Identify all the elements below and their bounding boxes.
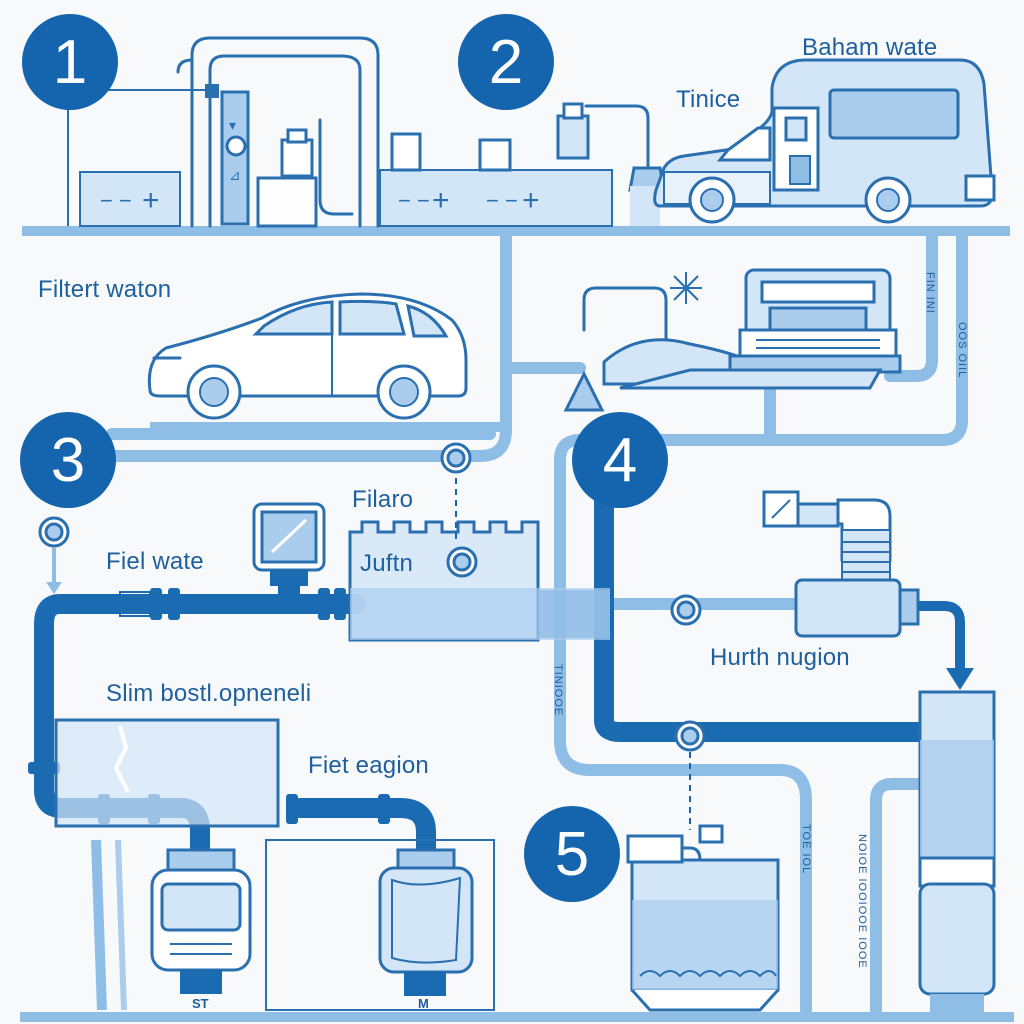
valve-markers — [38, 442, 706, 830]
bottom-pump-left — [150, 848, 252, 994]
van-icon — [653, 58, 996, 224]
vlabel-mid-pipe: TINIOOE — [552, 664, 564, 717]
valve-icon — [38, 516, 70, 548]
svg-text:▾: ▾ — [229, 117, 236, 133]
filling-station: − − + ▾ ⊿ — [67, 36, 380, 228]
light-pipes — [106, 230, 968, 1016]
bottom-pump-right — [378, 848, 474, 996]
valve-icon — [440, 442, 472, 474]
label-hurth-nugion: Hurth nugion — [710, 644, 850, 671]
svg-text:+: + — [522, 184, 540, 217]
step-badge-3: 3 — [20, 412, 116, 508]
car-icon — [147, 292, 500, 432]
vlabel-right-pipe-a: FIN INI — [924, 272, 936, 314]
step-badge-2: 2 — [458, 14, 554, 110]
valve-icon — [670, 594, 702, 626]
top-tank-row: − − + − − + — [379, 102, 666, 227]
label-tank-right: M — [418, 996, 429, 1011]
step-badge-1: 1 — [22, 14, 118, 110]
svg-text:+: + — [142, 184, 160, 217]
cracked-tank — [54, 718, 495, 1011]
label-baham-wate: Baham wate — [802, 34, 938, 61]
gauge-icon — [225, 135, 247, 157]
settling-tank — [626, 824, 780, 1012]
sparkle-icon — [670, 272, 702, 304]
svg-text:+: + — [432, 184, 450, 217]
step-badge-5: 5 — [524, 806, 620, 902]
vlabel-lower-pipe: TOE IOL — [800, 824, 812, 875]
valve-icon — [446, 546, 478, 578]
pump-icon — [762, 490, 974, 690]
svg-text:− −: − − — [398, 188, 430, 213]
label-fiel-wate: Fiel wate — [106, 548, 204, 575]
label-juftn: Juftn — [360, 550, 414, 577]
valve-icon — [674, 720, 706, 752]
label-slim-bostl: Slim bostl.opneneli — [106, 680, 312, 707]
label-filaro: Filaro — [352, 486, 414, 513]
svg-text:⊿: ⊿ — [229, 167, 241, 183]
label-fiet-eagion: Fiet eagion — [308, 752, 429, 779]
gauge-meter-icon — [252, 502, 326, 604]
filter-block — [348, 478, 610, 642]
label-filtert-waton: Filtert waton — [38, 276, 172, 303]
label-tinice: Tinice — [676, 86, 741, 113]
svg-text:− −: − − — [486, 188, 518, 213]
top-floor — [22, 226, 1010, 236]
label-tank-left: ST — [192, 996, 209, 1011]
tank-icon — [918, 690, 996, 1012]
vlabel-lower-right: NOIOE IOOIOOE IOOE — [856, 834, 868, 969]
step-badge-4: 4 — [572, 412, 668, 508]
machine-icon — [563, 268, 902, 412]
vlabel-right-pipe-b: OOS OIIL — [956, 322, 968, 379]
svg-text:− −: − − — [100, 188, 132, 213]
